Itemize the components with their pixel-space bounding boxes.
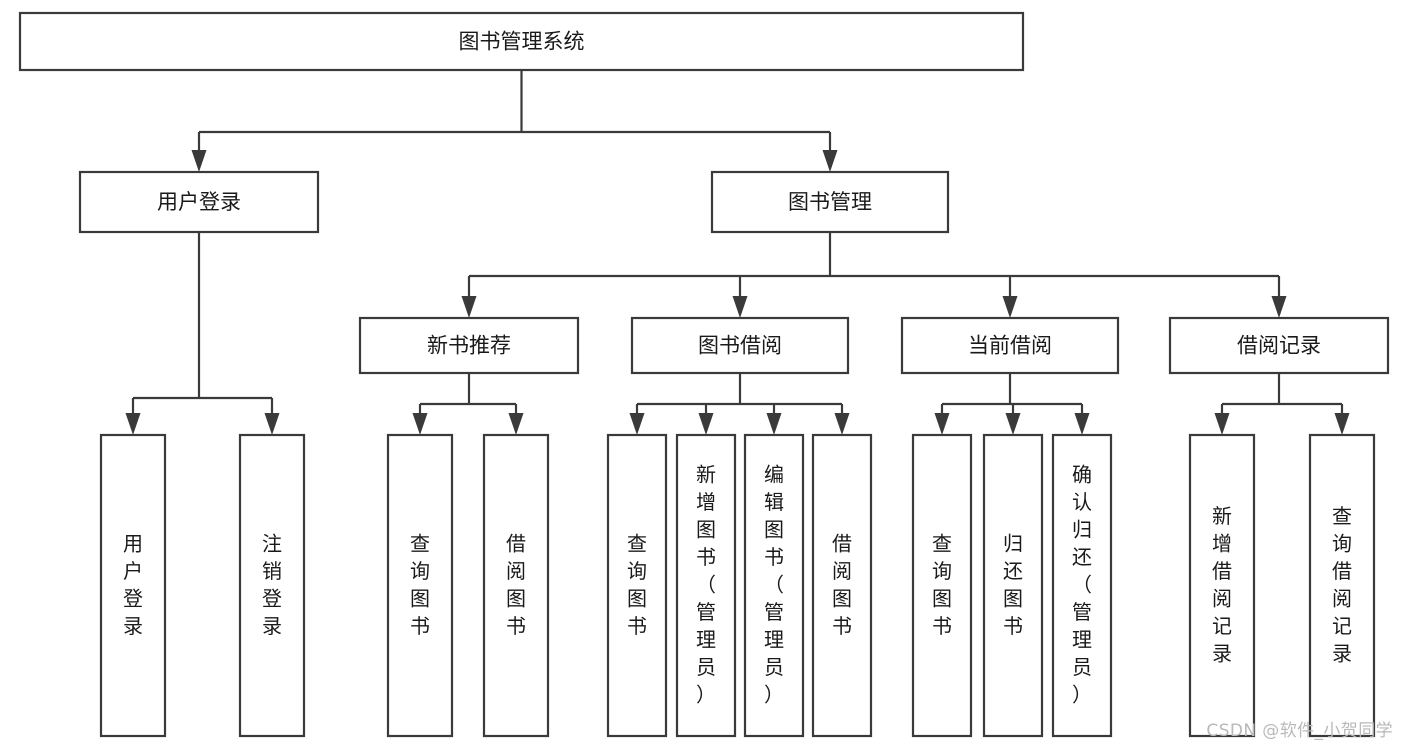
node-box-leaf3[interactable] — [386, 433, 454, 738]
node-leaf10[interactable]: 归还图书 — [982, 433, 1044, 738]
arrow-head-icon — [1074, 413, 1090, 435]
node-box-leaf2[interactable] — [238, 433, 306, 738]
node-label-records: 借阅记录 — [1237, 334, 1321, 358]
csdn-watermark: CSDN @软件_小贺同学 — [1206, 721, 1393, 741]
connector-group-current — [934, 373, 1090, 435]
arrow-head-icon — [508, 413, 524, 435]
arrow-head-icon — [461, 296, 477, 318]
node-box-leaf6[interactable] — [675, 433, 737, 738]
node-layer: 图书管理系统用户登录图书管理新书推荐图书借阅当前借阅借阅记录用户登录注销登录查询… — [18, 11, 1390, 738]
arrow-head-icon — [1214, 413, 1230, 435]
node-leaf11[interactable]: 确认归还（管理员） — [1051, 433, 1113, 738]
node-leaf3[interactable]: 查询图书 — [386, 433, 454, 738]
node-label-leaf11: 确认归还（管理员） — [1072, 462, 1092, 706]
arrow-head-icon — [1002, 296, 1018, 318]
node-leaf6[interactable]: 新增图书（管理员） — [675, 433, 737, 738]
arrow-head-icon — [1005, 413, 1021, 435]
connector-group-bookmgmt — [461, 232, 1287, 318]
node-label-borrow: 图书借阅 — [698, 334, 782, 358]
arrow-head-icon — [629, 413, 645, 435]
connector-group-login — [125, 232, 280, 435]
node-box-records[interactable] — [1168, 316, 1390, 375]
node-label-login: 用户登录 — [157, 190, 241, 214]
node-box-newbook[interactable] — [358, 316, 580, 375]
node-label-leaf13: 查询借阅记录 — [1332, 503, 1352, 665]
node-box-leaf11[interactable] — [1051, 433, 1113, 738]
arrow-head-icon — [264, 413, 280, 435]
node-box-leaf7[interactable] — [743, 433, 805, 738]
node-leaf12[interactable]: 新增借阅记录 — [1188, 433, 1256, 738]
node-label-leaf1: 用户登录 — [123, 531, 143, 638]
node-label-current: 当前借阅 — [968, 334, 1052, 358]
node-leaf13[interactable]: 查询借阅记录 — [1308, 433, 1376, 738]
node-root[interactable]: 图书管理系统 — [18, 11, 1025, 72]
arrow-head-icon — [125, 413, 141, 435]
arrow-head-icon — [766, 413, 782, 435]
node-label-leaf10: 归还图书 — [1003, 531, 1023, 638]
node-leaf1[interactable]: 用户登录 — [99, 433, 167, 738]
connector-layer — [125, 70, 1350, 435]
node-box-leaf12[interactable] — [1188, 433, 1256, 738]
arrow-head-icon — [822, 150, 838, 172]
connector-group-root — [191, 70, 838, 172]
node-label-leaf7: 编辑图书（管理员） — [764, 462, 784, 706]
node-box-leaf10[interactable] — [982, 433, 1044, 738]
node-label-newbook: 新书推荐 — [427, 334, 511, 358]
connector-group-newbook — [412, 373, 524, 435]
connector-group-records — [1214, 373, 1350, 435]
node-box-leaf9[interactable] — [911, 433, 973, 738]
node-box-leaf13[interactable] — [1308, 433, 1376, 738]
node-records[interactable]: 借阅记录 — [1168, 316, 1390, 375]
node-box-current[interactable] — [900, 316, 1120, 375]
node-leaf7[interactable]: 编辑图书（管理员） — [743, 433, 805, 738]
node-box-login[interactable] — [78, 170, 320, 234]
node-current[interactable]: 当前借阅 — [900, 316, 1120, 375]
node-newbook[interactable]: 新书推荐 — [358, 316, 580, 375]
node-box-leaf4[interactable] — [482, 433, 550, 738]
arrow-head-icon — [732, 296, 748, 318]
arrow-head-icon — [834, 413, 850, 435]
node-login[interactable]: 用户登录 — [78, 170, 320, 234]
arrow-head-icon — [698, 413, 714, 435]
node-label-leaf8: 借阅图书 — [832, 531, 852, 638]
node-leaf4[interactable]: 借阅图书 — [482, 433, 550, 738]
node-leaf8[interactable]: 借阅图书 — [811, 433, 873, 738]
node-box-leaf8[interactable] — [811, 433, 873, 738]
node-leaf2[interactable]: 注销登录 — [238, 433, 306, 738]
connector-group-borrow — [629, 373, 850, 435]
node-box-bookmgmt[interactable] — [710, 170, 950, 234]
node-bookmgmt[interactable]: 图书管理 — [710, 170, 950, 234]
node-box-leaf1[interactable] — [99, 433, 167, 738]
arrow-head-icon — [1271, 296, 1287, 318]
node-leaf5[interactable]: 查询图书 — [606, 433, 668, 738]
node-label-leaf9: 查询图书 — [932, 531, 952, 638]
node-label-bookmgmt: 图书管理 — [788, 190, 872, 214]
node-label-leaf4: 借阅图书 — [506, 531, 526, 638]
node-label-leaf2: 注销登录 — [262, 531, 282, 638]
node-borrow[interactable]: 图书借阅 — [630, 316, 850, 375]
node-box-root[interactable] — [18, 11, 1025, 72]
node-label-leaf6: 新增图书（管理员） — [696, 462, 716, 706]
node-box-leaf5[interactable] — [606, 433, 668, 738]
node-label-root: 图书管理系统 — [459, 30, 585, 54]
node-label-leaf3: 查询图书 — [410, 531, 430, 638]
node-box-borrow[interactable] — [630, 316, 850, 375]
node-label-leaf12: 新增借阅记录 — [1212, 503, 1232, 665]
node-leaf9[interactable]: 查询图书 — [911, 433, 973, 738]
arrow-head-icon — [412, 413, 428, 435]
node-label-leaf5: 查询图书 — [627, 531, 647, 638]
arrow-head-icon — [191, 150, 207, 172]
arrow-head-icon — [1334, 413, 1350, 435]
arrow-head-icon — [934, 413, 950, 435]
